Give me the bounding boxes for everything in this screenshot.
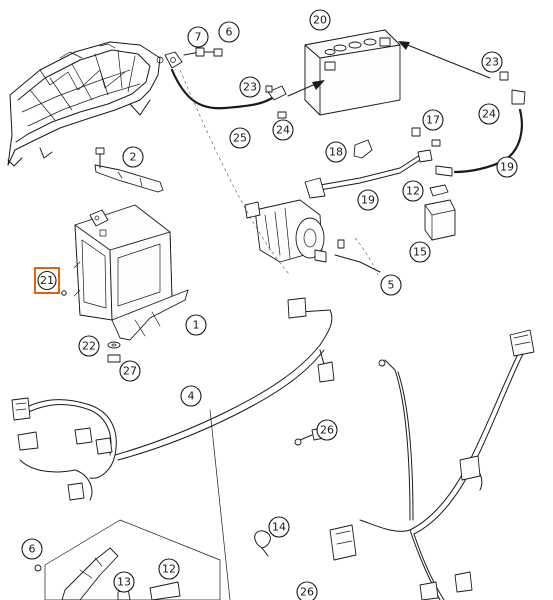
- svg-text:24: 24: [276, 124, 290, 137]
- svg-text:12: 12: [162, 563, 176, 576]
- svg-text:20: 20: [313, 14, 327, 27]
- callout-26-bottom: 26: [296, 581, 318, 600]
- svg-text:21: 21: [40, 274, 54, 287]
- arrow-right-to-battery: [398, 41, 491, 79]
- svg-text:2: 2: [130, 151, 137, 164]
- terminal-cap-part: [353, 139, 373, 159]
- svg-text:26: 26: [320, 424, 334, 437]
- callout-17: 17: [422, 109, 444, 131]
- callout-22: 22: [78, 335, 100, 357]
- svg-text:7: 7: [195, 31, 202, 44]
- screw-part: [61, 290, 67, 296]
- bolt-17-part: [411, 127, 441, 147]
- callout-24-left: 24: [272, 119, 294, 141]
- frame-part: [7, 41, 164, 167]
- relay-bracket-plate: [34, 519, 221, 600]
- svg-text:6: 6: [29, 543, 36, 556]
- svg-text:25: 25: [233, 132, 247, 145]
- connector-plug-left: [11, 397, 31, 421]
- svg-text:27: 27: [123, 365, 137, 378]
- starter-cable-5: [334, 239, 381, 273]
- svg-text:5: 5: [388, 279, 395, 292]
- svg-text:19: 19: [361, 194, 375, 207]
- svg-text:15: 15: [413, 246, 427, 259]
- svg-text:13: 13: [117, 576, 131, 589]
- callout-23-left: 23: [239, 76, 261, 98]
- callout-18: 18: [325, 141, 347, 163]
- callout-26-middle: 26: [316, 419, 338, 441]
- bracket-bolt-part: [94, 147, 164, 193]
- callout-25: 25: [229, 127, 251, 149]
- svg-text:4: 4: [188, 390, 195, 403]
- connector-plug-mid: [17, 427, 113, 501]
- callout-23-right: 23: [481, 51, 503, 73]
- callout-12-top: 12: [402, 180, 424, 202]
- washer-part: [107, 341, 121, 349]
- arrow-left-to-battery: [287, 80, 325, 97]
- battery-cable-minus: [164, 51, 287, 110]
- rear-connectors: [329, 329, 535, 600]
- callout-5: 5: [380, 274, 402, 296]
- callout-2: 2: [122, 146, 144, 168]
- starter-relay-part: [424, 184, 456, 241]
- main-wiring-harness: [19, 309, 333, 501]
- svg-text:1: 1: [193, 319, 200, 332]
- callout-4: 4: [180, 385, 202, 407]
- svg-text:17: 17: [426, 114, 440, 127]
- callout-6-top: 6: [218, 21, 240, 43]
- callout-6-bottom: 6: [21, 538, 43, 560]
- bolt-23-right: [499, 71, 509, 81]
- callout-24-right: 24: [478, 103, 500, 125]
- battery-part: [304, 29, 401, 116]
- rear-wiring-harness: [359, 349, 524, 600]
- bolt-23-left: [265, 85, 273, 93]
- starter-cable: [304, 149, 433, 199]
- svg-text:23: 23: [243, 81, 257, 94]
- nut-part: [107, 354, 121, 363]
- svg-text:14: 14: [272, 521, 286, 534]
- callout-21-highlighted: 21: [34, 267, 60, 294]
- battery-box-part: [73, 204, 189, 341]
- nut-24-left: [277, 111, 287, 119]
- svg-text:12: 12: [406, 185, 420, 198]
- nut-6-part: [213, 48, 223, 57]
- svg-text:19: 19: [500, 161, 514, 174]
- svg-text:26: 26: [300, 586, 314, 599]
- callout-12-bottom: 12: [158, 558, 180, 580]
- starter-motor-part: [244, 199, 327, 263]
- callout-1: 1: [185, 314, 207, 336]
- callout-27: 27: [119, 360, 141, 382]
- bolt-7-part: [195, 47, 217, 57]
- callout-15: 15: [409, 241, 431, 263]
- connector-plug-top: [287, 297, 335, 383]
- callout-13: 13: [113, 571, 135, 593]
- callout-19-middle: 19: [357, 189, 379, 211]
- svg-text:6: 6: [226, 26, 233, 39]
- cable-clamp-part: [254, 530, 271, 557]
- callout-20: 20: [309, 9, 331, 31]
- svg-text:22: 22: [82, 340, 96, 353]
- callout-7: 7: [187, 26, 209, 48]
- svg-text:23: 23: [485, 56, 499, 69]
- callout-19-right: 19: [496, 156, 518, 178]
- svg-text:24: 24: [482, 108, 496, 121]
- callout-14: 14: [268, 516, 290, 538]
- svg-text:18: 18: [329, 146, 343, 159]
